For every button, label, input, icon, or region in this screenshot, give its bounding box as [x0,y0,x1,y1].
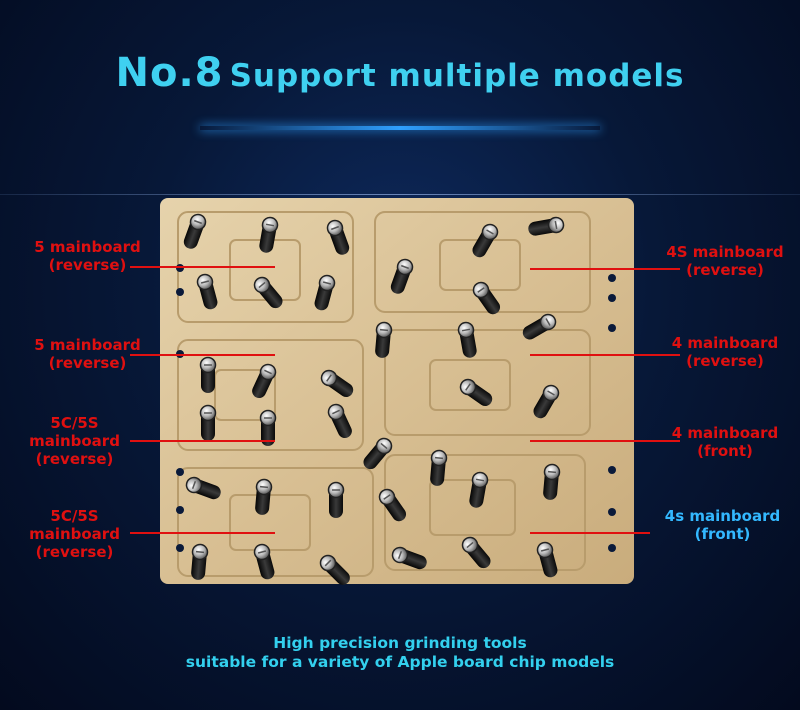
clamp-screw [391,546,427,570]
clamp-screw [327,403,352,439]
clamp-screw [319,554,350,585]
clamp-screw [253,543,275,580]
leader-line-right-4 [530,532,650,534]
label-right-2: 4 mainboard (reverse) [671,334,779,370]
leader-line-right-2 [530,354,680,356]
clamp-screw [314,274,336,311]
mount-holes [176,264,616,552]
footer-line-1: High precision grinding tools [273,634,527,652]
label-right-3: 4 mainboard (front) [671,424,779,460]
label-right-1: 4S mainboard (reverse) [666,243,784,279]
clamp-screw [199,404,217,441]
label-left-3: 5C/5S mainboard (reverse) [29,414,120,468]
clamp-screw [472,281,501,315]
clamp-screw [390,258,414,294]
clamp-screw [522,313,557,340]
leader-line-left-3 [130,440,275,442]
clamp-screw [183,213,207,249]
clamp-screw [457,321,477,358]
clamp-screw [469,471,489,508]
title-number: No.8 [115,50,224,96]
title-text: Support multiple models [229,58,685,94]
header-divider [0,194,800,195]
leader-line-right-1 [530,268,680,270]
label-left-4: 5C/5S mainboard (reverse) [29,507,120,561]
clamp-screw [363,437,393,470]
clamp-screw [459,378,493,407]
leader-line-left-2 [130,354,275,356]
clamp-screw [472,223,499,258]
clamp-screw [320,369,354,398]
fixture-plate [160,198,634,584]
footer-caption: High precision grinding tools suitable f… [0,634,800,672]
header: No.8 Support multiple models [0,0,800,195]
board-clamps [183,213,565,585]
clamp-screw [461,536,491,569]
leader-line-right-3 [530,440,680,442]
clamp-screw [252,363,277,399]
clamp-screw [378,488,407,522]
clamp-screw [253,276,283,309]
clamp-screw [196,273,218,310]
page-title: No.8 Support multiple models [0,50,800,96]
clamp-screw [255,478,273,515]
clamp-screw [199,356,217,393]
leader-line-left-4 [130,532,275,534]
clamp-screw [543,463,561,500]
clamp-screw [375,321,393,358]
clamp-screw [536,541,558,578]
label-left-1: 5 mainboard (reverse) [34,238,141,274]
clamp-screw [533,384,560,419]
clamp-screw [259,409,277,446]
label-left-2: 5 mainboard (reverse) [34,336,141,372]
leader-line-left-1 [130,266,275,268]
title-glow-underline [200,126,600,130]
footer-line-2: suitable for a variety of Apple board ch… [185,653,615,671]
clamp-screw [326,219,350,255]
clamp-screw [528,216,565,236]
clamp-screw [327,481,345,518]
clamp-screw [185,476,221,500]
clamp-screw [259,216,279,253]
clamp-screw [191,543,209,580]
clamp-screw [430,449,448,486]
label-right-4: 4s mainboard (front) [664,507,781,543]
